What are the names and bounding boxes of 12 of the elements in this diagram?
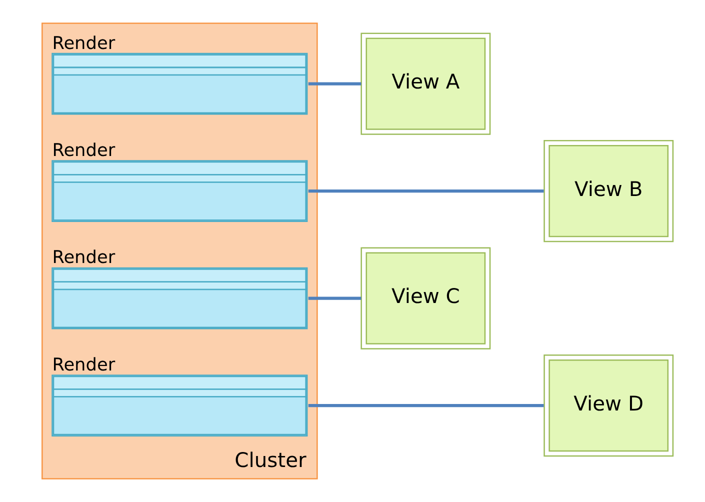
node-label: Render (52, 248, 116, 268)
node-box: View C (360, 247, 491, 350)
node-box: View A (360, 32, 491, 135)
connector (308, 82, 362, 86)
node-label: Render (52, 34, 116, 54)
connector (308, 190, 544, 193)
connector (308, 296, 362, 300)
connector (308, 404, 544, 408)
node-box: View B (544, 140, 674, 242)
node-box: View D (544, 354, 674, 457)
node-label: Render (52, 355, 116, 376)
node-label: Render (52, 141, 116, 161)
